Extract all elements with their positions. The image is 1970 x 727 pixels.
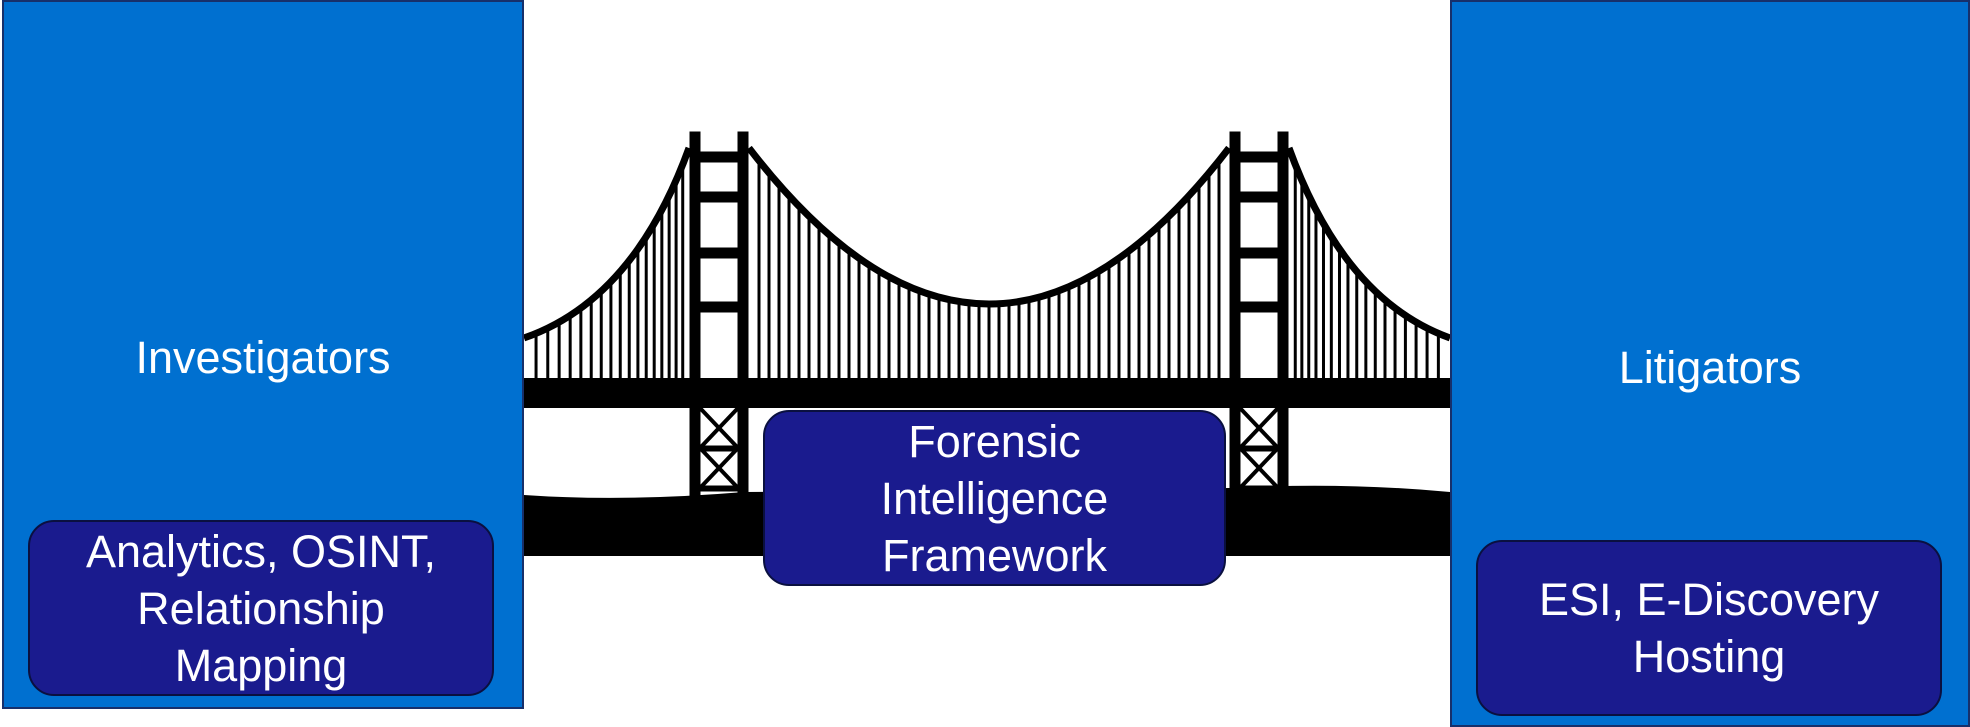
- bridge-cable-left-span: [524, 146, 693, 342]
- litigators-capabilities-box: ESI, E-Discovery Hosting: [1476, 540, 1942, 716]
- bridge-tower-right: [1229, 131, 1289, 523]
- bridge-cable-right-span: [1285, 146, 1450, 342]
- bridge-tower-left: [689, 131, 749, 523]
- litigators-title: Litigators: [1618, 342, 1802, 393]
- forensic-intelligence-framework-box: Forensic Intelligence Framework: [763, 410, 1226, 586]
- bridge-deck: [524, 378, 1450, 408]
- bridge-hangers: [534, 160, 1440, 380]
- bridge-cable-main-span: [746, 145, 1232, 308]
- investigators-title: Investigators: [135, 332, 391, 383]
- investigators-capabilities-box: Analytics, OSINT, Relationship Mapping: [28, 520, 494, 696]
